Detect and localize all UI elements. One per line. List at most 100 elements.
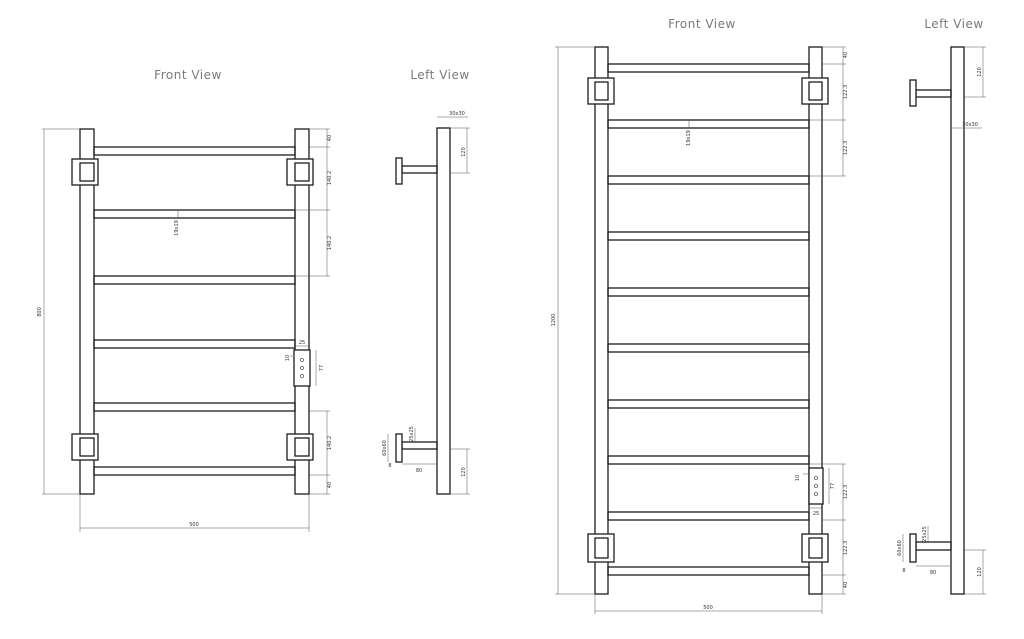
wall-plate-label: 60x60	[897, 540, 903, 556]
overall-width-label: 500	[189, 522, 199, 528]
horizontal-rails	[93, 146, 296, 476]
wall-plate-label: 60x60	[382, 440, 388, 456]
spacing-label: 122.3	[843, 141, 849, 155]
box-dimensions: 25 77 10	[285, 340, 325, 386]
drawing-2-left-view: Left View 120 30x30 120 80 8 60x60 25x25	[897, 17, 986, 595]
bracket-face	[79, 162, 95, 182]
rail-size-callout: 19x19	[686, 120, 692, 146]
rail-size-label: 19x19	[174, 220, 180, 236]
bracket-section-label: 25x25	[409, 426, 415, 442]
standoff-arm	[401, 165, 438, 174]
rail	[93, 402, 296, 412]
dimension-overall-width: 500	[594, 594, 823, 614]
standoff-arm	[915, 541, 952, 551]
wiring-box	[808, 467, 824, 505]
rail	[93, 339, 296, 349]
dimension-overall-height: 1200	[551, 46, 595, 595]
screw-hole	[300, 366, 304, 370]
spacing-label: 122.3	[843, 85, 849, 99]
side-bar	[436, 127, 451, 495]
screw-hole	[300, 358, 304, 362]
rail	[607, 119, 810, 129]
standoff-arm	[401, 441, 438, 450]
left-vertical-bar	[79, 128, 95, 495]
wall-bracket	[587, 533, 615, 563]
overall-height-label: 1200	[551, 314, 557, 327]
top-bracket-height-label: 120	[461, 147, 467, 157]
box-offset-label: 10	[285, 355, 291, 361]
rail	[607, 287, 810, 297]
wiring-box	[293, 349, 311, 387]
spacing-label: 140.2	[327, 171, 333, 185]
wall-plate	[909, 533, 917, 563]
bar-section-label: 30x30	[449, 111, 465, 117]
box-width-label: 25	[299, 340, 305, 346]
right-vertical-bar	[294, 128, 310, 495]
spacing-label: 140.2	[327, 236, 333, 250]
screw-hole	[814, 492, 818, 496]
overall-height-label: 800	[37, 307, 43, 317]
rail	[607, 231, 810, 241]
dimension-overall-width: 500	[79, 494, 310, 532]
top-offset-label: 40	[327, 135, 333, 141]
bracket-face	[594, 81, 609, 101]
bracket-face	[294, 162, 310, 182]
rail-size-label: 19x19	[686, 130, 692, 146]
box-dimensions: 25 77 10	[795, 468, 836, 517]
rail	[607, 63, 810, 73]
left-view-dimensions: 30x30 120 120 80 8 60x60 25x25	[382, 111, 470, 495]
wall-plate	[909, 79, 917, 107]
plate-thickness-label: 8	[388, 463, 391, 469]
box-width-label: 25	[813, 511, 819, 517]
dimension-overall-height: 800	[37, 128, 80, 495]
rail	[607, 175, 810, 185]
bottom-bracket-height-label: 120	[461, 467, 467, 477]
plate-thickness-label: 8	[902, 568, 905, 574]
rail	[607, 455, 810, 465]
bracket-face	[594, 537, 609, 559]
left-view-dimensions: 120 30x30 120 80 8 60x60 25x25	[897, 46, 986, 595]
box-height-label: 77	[830, 483, 836, 489]
bracket-face	[79, 437, 95, 457]
bracket-face	[808, 537, 823, 559]
screw-hole	[814, 484, 818, 488]
side-bar	[950, 46, 965, 595]
overall-width-label: 500	[703, 605, 713, 611]
rail	[607, 511, 810, 521]
rail	[607, 566, 810, 576]
top-bracket-height-label: 120	[977, 67, 983, 77]
standoff-arm	[915, 89, 952, 98]
spacing-label: 140.2	[327, 436, 333, 450]
spacing-label: 122.3	[843, 541, 849, 555]
drawing-2-front-view: Front View 12	[551, 17, 849, 614]
front-view-title-2: Front View	[668, 17, 736, 31]
left-view-title-2: Left View	[924, 17, 983, 31]
horizontal-rails	[607, 63, 810, 576]
standoff-label: 80	[416, 468, 422, 474]
top-offset-label: 40	[843, 52, 849, 58]
rail	[93, 466, 296, 476]
rail	[93, 275, 296, 285]
bar-section-label: 30x30	[962, 122, 978, 128]
bottom-bracket-height-label: 120	[977, 567, 983, 577]
drawing-1-front-view: Front View 800	[37, 68, 333, 532]
screw-hole	[814, 476, 818, 480]
standoff-label: 80	[930, 570, 936, 576]
bottom-offset-label: 40	[843, 582, 849, 588]
bracket-section-label: 25x25	[922, 526, 928, 542]
dimension-rail-spacing: 40 140.2 140.2 140.2 40	[295, 128, 333, 495]
rail	[93, 146, 296, 156]
box-offset-label: 10	[795, 475, 801, 481]
spacing-label: 122.3	[843, 485, 849, 499]
dimension-rail-spacing: 40 122.3 122.3 122.3 122.3 40	[809, 46, 849, 595]
box-height-label: 77	[319, 365, 325, 371]
front-view-title-1: Front View	[154, 68, 222, 82]
rail	[607, 399, 810, 409]
bracket-face	[294, 437, 310, 457]
bracket-face	[808, 81, 823, 101]
bottom-offset-label: 40	[327, 482, 333, 488]
wall-bracket	[801, 533, 829, 563]
left-vertical-bar	[594, 46, 609, 595]
rail	[607, 343, 810, 353]
